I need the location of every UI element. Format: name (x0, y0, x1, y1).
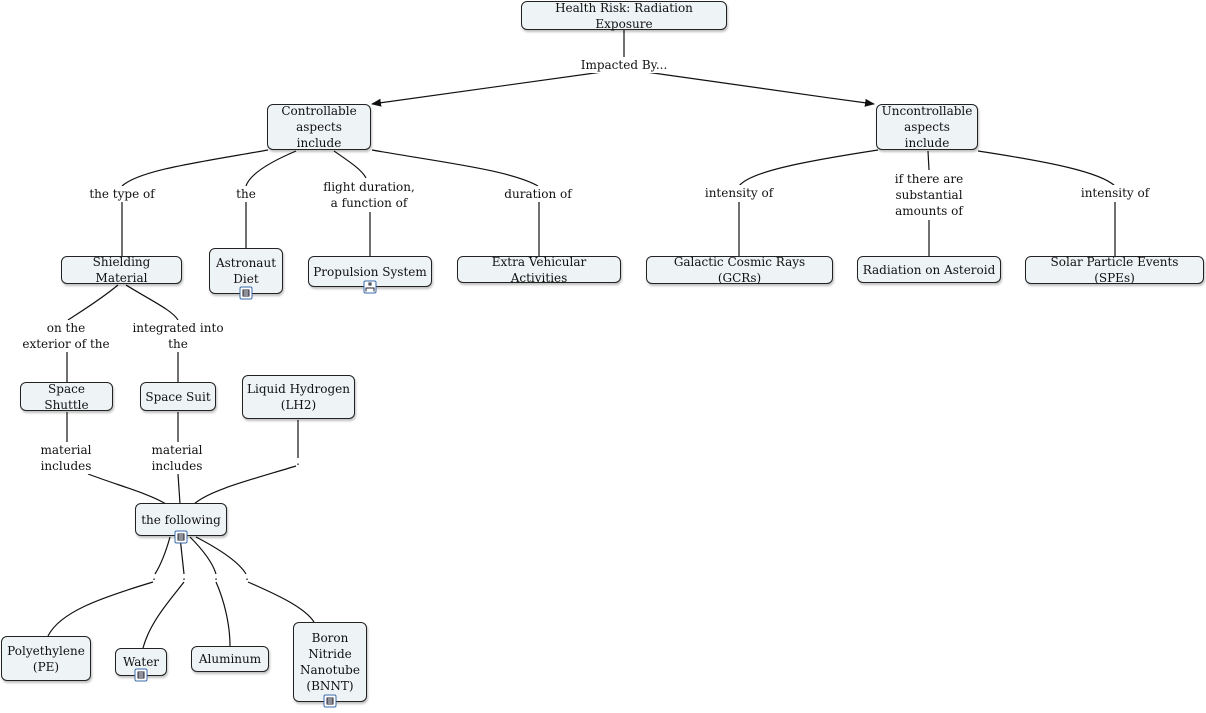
document-icon[interactable] (239, 286, 253, 300)
link-controllable-flight (333, 150, 367, 179)
node-aluminum-label: Aluminum (198, 652, 262, 666)
link-following-dot1 (154, 536, 171, 575)
node-propulsion-label: Propulsion System (313, 264, 427, 279)
link-following-dot3 (189, 536, 217, 575)
node-root-label: Health Risk: Radiation Exposure (555, 0, 693, 31)
link-material-following-2 (177, 473, 181, 505)
node-following-label: the following (141, 512, 221, 527)
link-label-flight-duration: flight duration, a function of (321, 179, 417, 211)
link-uncontrollable-intensity-spe (977, 150, 1116, 187)
link-dot: . (296, 454, 300, 468)
node-gcr-label: Galactic Cosmic Rays (GCRs) (673, 255, 806, 285)
node-bnnt-label: Boron Nitride Nanotube (BNNT) (300, 631, 360, 693)
document-icon[interactable] (134, 668, 148, 682)
link-dot4-bnnt (247, 581, 315, 623)
node-lh2-label: Liquid Hydrogen (LH2) (247, 382, 350, 412)
link-shielding-integrated (125, 284, 179, 321)
link-label-intensity-gcr: intensity of (702, 185, 776, 201)
link-dot: . (152, 569, 156, 583)
link-uncontrollable-intensity-gcr (738, 149, 879, 187)
link-label-the: the (234, 186, 258, 202)
node-astronaut-diet[interactable]: Astronaut Diet (209, 248, 283, 294)
link-controllable-the (245, 150, 297, 187)
node-extra-vehicular-activities[interactable]: Extra Vehicular Activities (457, 254, 621, 285)
node-root[interactable]: Health Risk: Radiation Exposure (521, 0, 727, 31)
document-icon[interactable] (174, 530, 188, 544)
concept-map-icon[interactable] (363, 280, 377, 294)
link-label-type-of: the type of (87, 186, 157, 202)
node-boron-nitride-nanotube[interactable]: Boron Nitride Nanotube (BNNT) (293, 622, 367, 702)
node-solar-particle-events[interactable]: Solar Particle Events (SPEs) (1025, 255, 1204, 285)
node-shielding-material[interactable]: Shielding Material (61, 255, 182, 285)
link-dot1-pe (47, 581, 154, 637)
link-material-following-1 (87, 473, 167, 505)
node-galactic-cosmic-rays[interactable]: Galactic Cosmic Rays (GCRs) (646, 255, 833, 285)
document-icon[interactable] (323, 694, 337, 708)
link-label-duration-of: duration of (502, 186, 574, 202)
node-asteroid-label: Radiation on Asteroid (862, 262, 996, 277)
node-uncontrollable-label: Uncontrollable aspects include (881, 104, 973, 150)
link-label-integrated: integrated into the (130, 320, 226, 352)
link-shielding-exterior (67, 284, 119, 321)
node-radiation-on-asteroid[interactable]: Radiation on Asteroid (857, 256, 1001, 283)
node-liquid-hydrogen[interactable]: Liquid Hydrogen (LH2) (242, 375, 355, 419)
node-spe-label: Solar Particle Events (SPEs) (1050, 255, 1179, 285)
link-label-exterior: on the exterior of the (20, 320, 112, 352)
node-eva-label: Extra Vehicular Activities (491, 254, 587, 285)
link-label-material-suit: material includes (149, 442, 205, 474)
node-aluminum[interactable]: Aluminum (191, 646, 269, 672)
link-label-material-shuttle: material includes (38, 442, 94, 474)
link-dot2-water (142, 581, 185, 649)
node-diet-label: Astronaut Diet (215, 256, 277, 286)
node-polyethylene[interactable]: Polyethylene (PE) (1, 636, 91, 681)
node-space-suit[interactable]: Space Suit (140, 382, 216, 411)
link-following-dot4 (195, 536, 247, 575)
node-uncontrollable[interactable]: Uncontrollable aspects include (876, 104, 978, 150)
link-controllable-typeof (121, 149, 269, 187)
link-dot: . (214, 569, 218, 583)
link-label-impacted: Impacted By... (578, 57, 670, 73)
arrow-to-controllable (371, 71, 603, 107)
link-label-substantial: if there are substantial amounts of (892, 171, 966, 219)
node-water-label: Water (122, 655, 160, 669)
link-dot3-aluminum (215, 581, 231, 647)
link-dot-following (193, 465, 297, 505)
link-uncontrollable-substantial (927, 150, 930, 171)
node-shuttle-label: Space Shuttle (44, 381, 89, 412)
arrow-to-uncontrollable (645, 71, 875, 107)
link-dot: . (245, 569, 249, 583)
node-space-shuttle[interactable]: Space Shuttle (20, 381, 113, 412)
node-controllable[interactable]: Controllable aspects include (267, 104, 371, 150)
node-controllable-label: Controllable aspects include (281, 104, 357, 150)
link-label-intensity-spe: intensity of (1078, 185, 1152, 201)
node-pe-label: Polyethylene (PE) (7, 643, 85, 674)
link-dot: . (182, 569, 186, 583)
node-suit-label: Space Suit (145, 389, 211, 404)
node-shielding-label: Shielding Material (92, 255, 151, 285)
link-controllable-duration (371, 149, 539, 187)
